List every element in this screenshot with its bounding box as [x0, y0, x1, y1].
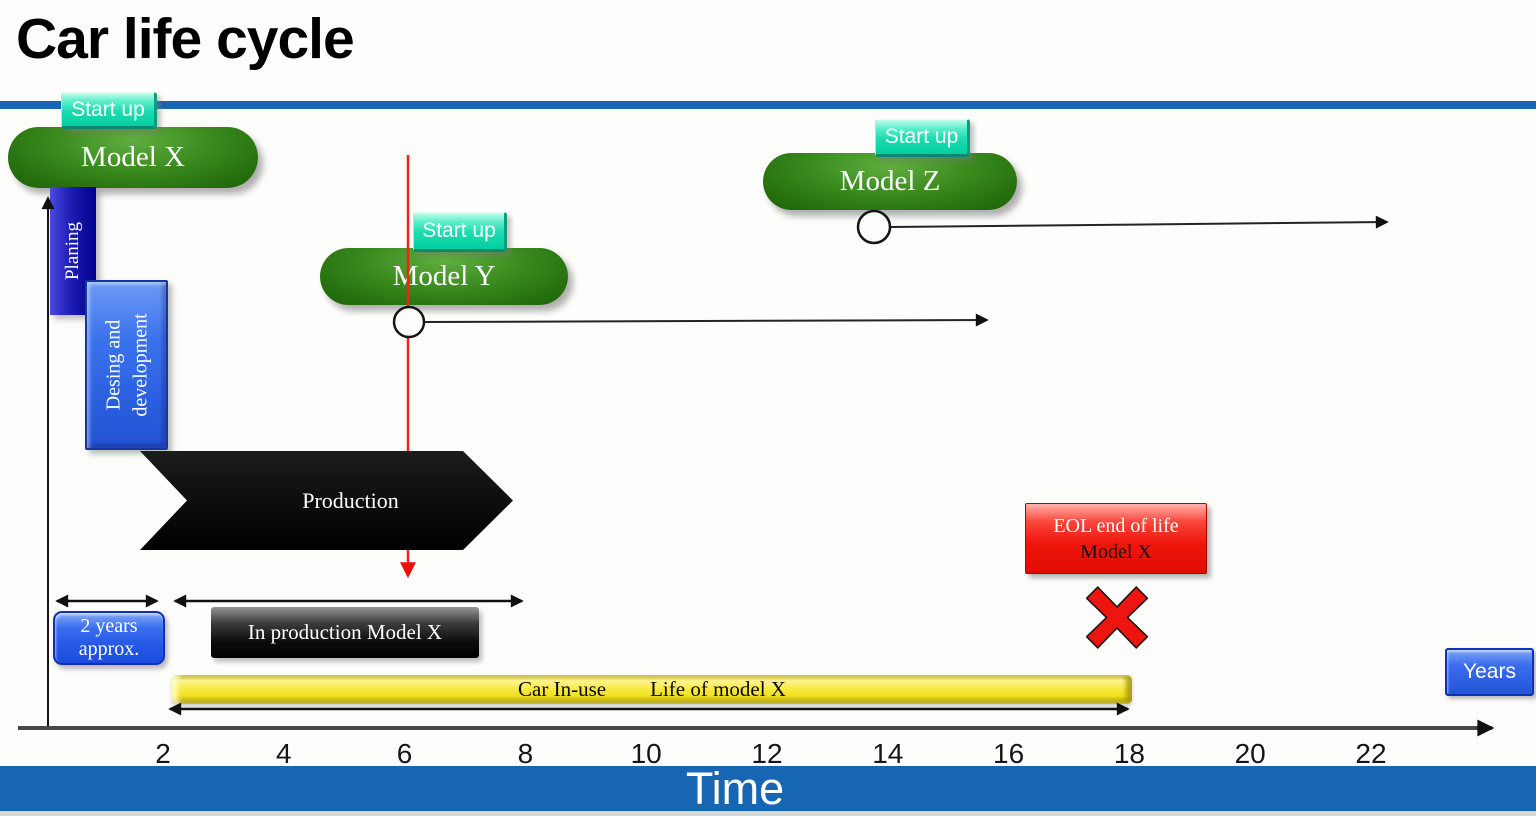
model-y-label: Model Y — [392, 260, 496, 292]
startup-tag-label: Start up — [422, 219, 496, 242]
model-z-start-marker — [856, 209, 892, 245]
model-y-pill: Model Y — [320, 248, 568, 305]
axis-tick-label: 6 — [396, 738, 413, 769]
startup-tag-model-x: Start up — [61, 92, 157, 129]
axis-tick-label: 22 — [1355, 738, 1387, 769]
axis-tick-label: 18 — [1113, 738, 1145, 769]
axis-tick-label: 14 — [872, 738, 904, 769]
car-in-use-label: Car In-use — [518, 677, 607, 701]
production-label: Production — [302, 487, 399, 513]
model-x-pill: Model X — [8, 127, 258, 188]
design-label-line1: Desing and — [101, 319, 124, 411]
production-arrow-shape: Production — [140, 451, 513, 550]
years-unit-box: Years — [1445, 648, 1534, 696]
header-divider-bar — [0, 101, 1536, 109]
two-years-line2: approx. — [78, 638, 140, 660]
design-label-line2: development — [128, 313, 151, 417]
startup-tag-label: Start up — [71, 97, 145, 121]
axis-tick-label: 4 — [276, 738, 292, 769]
time-axis-bar: Time — [0, 763, 1536, 814]
eol-label-line1: EOL end of life — [1053, 514, 1179, 537]
two-years-approx-box: 2 years approx. — [53, 611, 165, 665]
model-z-lifeline — [890, 215, 1389, 229]
axis-tick-label: 12 — [751, 738, 783, 769]
axis-tick-label: 20 — [1234, 738, 1266, 769]
time-label: Time — [685, 762, 785, 814]
model-y-start-marker — [392, 305, 426, 339]
axis-tick-label: 8 — [517, 738, 534, 769]
life-of-model-label: Life of model X — [650, 677, 786, 701]
model-z-label: Model Z — [839, 165, 941, 197]
in-production-box: In production Model X — [211, 607, 479, 658]
eol-box: EOL end of life Model X — [1025, 503, 1207, 574]
slide-title: Car life cycle — [16, 7, 355, 71]
car-in-use-bar: Car In-use Life of model X — [172, 675, 1132, 704]
red-x-mark-icon — [1086, 586, 1148, 649]
axis-tick-label: 10 — [630, 738, 662, 769]
two-years-line1: 2 years — [80, 615, 138, 637]
model-x-label: Model X — [81, 141, 185, 173]
startup-tag-model-z: Start up — [875, 119, 970, 157]
axis-tick-label: 2 — [155, 738, 171, 769]
axis-tick-label: 16 — [993, 738, 1025, 769]
startup-tag-label: Start up — [884, 125, 959, 148]
design-phase-box: Desing and development — [85, 280, 168, 450]
eol-label-line2: Model X — [1080, 540, 1152, 563]
startup-tag-model-y: Start up — [413, 212, 507, 252]
model-y-lifeline — [423, 313, 989, 327]
model-z-pill: Model Z — [763, 153, 1017, 210]
footer-strip — [0, 811, 1536, 816]
in-production-label: In production Model X — [247, 620, 443, 644]
years-label: Years — [1463, 660, 1516, 683]
planning-label: Planing — [62, 221, 83, 281]
